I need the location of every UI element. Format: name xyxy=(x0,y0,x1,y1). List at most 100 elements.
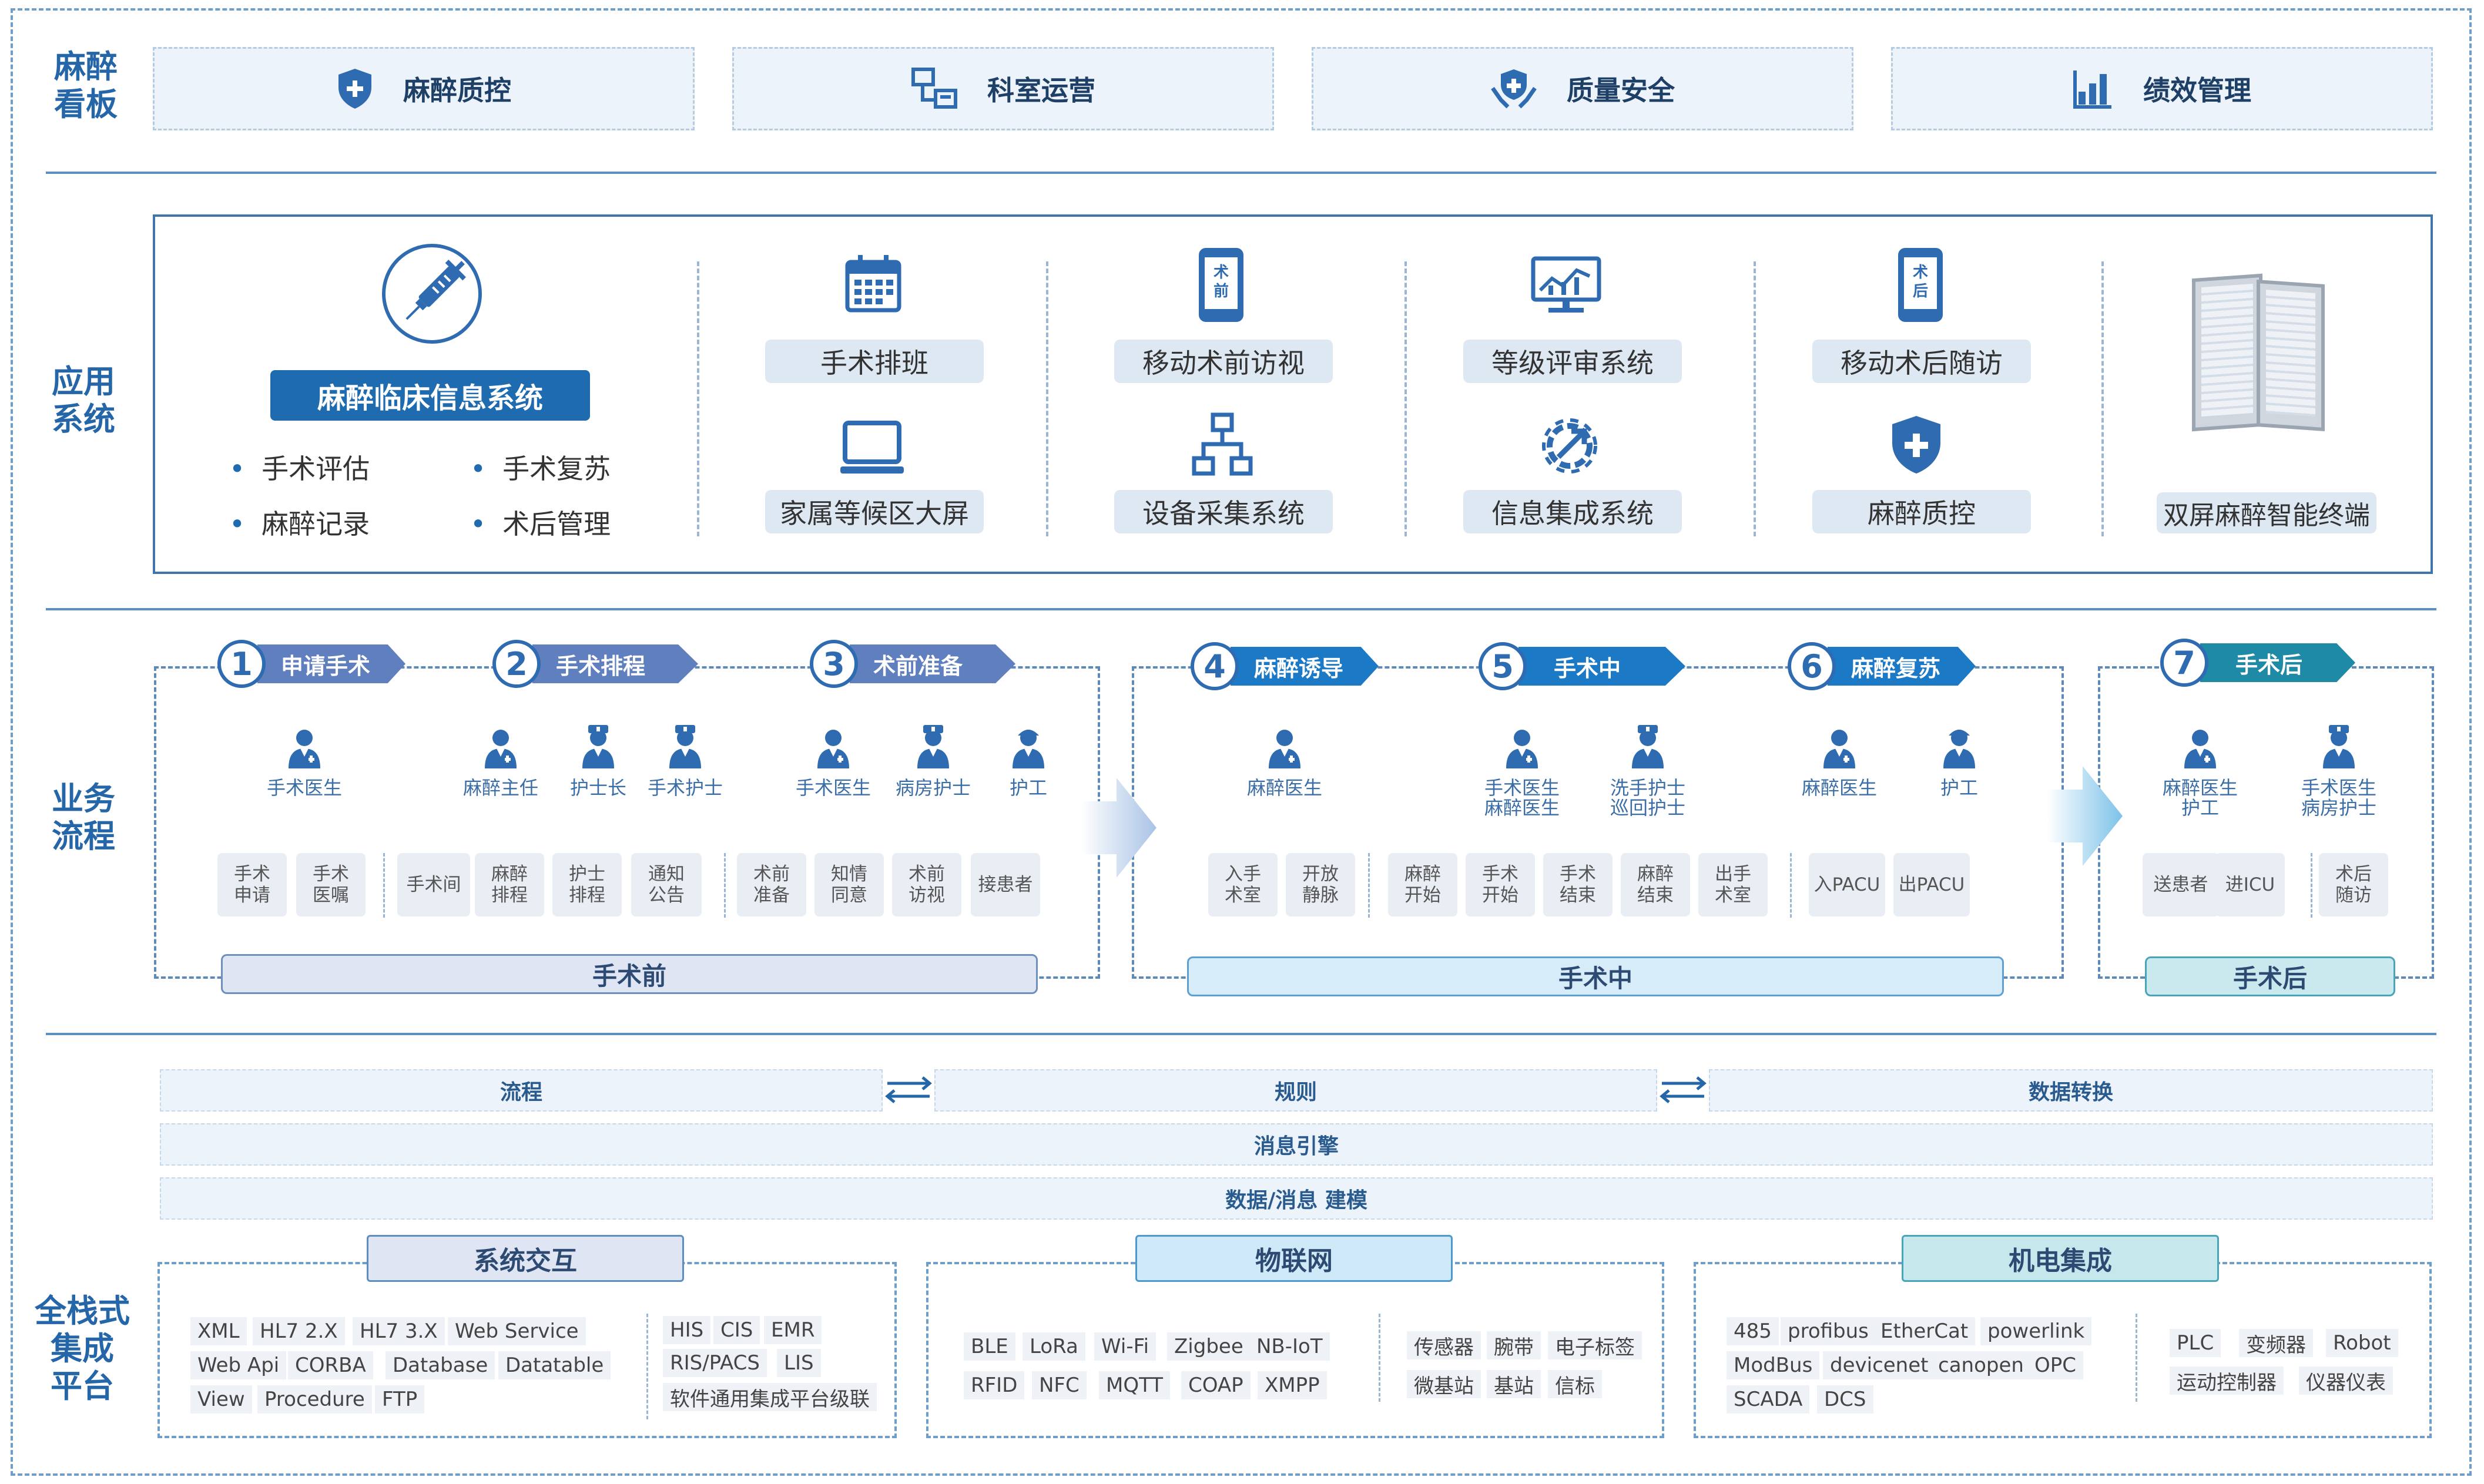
section-title-dashboard: 麻醉 看板 xyxy=(54,48,118,123)
worker-icon xyxy=(1013,730,1044,768)
feature-bullet: 手术复苏 xyxy=(470,448,611,486)
flow-task[interactable]: 麻醉 结束 xyxy=(1621,853,1690,916)
role: 手术医生 病房护士 xyxy=(2280,724,2398,818)
separator xyxy=(1368,853,1370,918)
dashboard-label: 绩效管理 xyxy=(2143,75,2251,106)
protocol-chip: NFC xyxy=(1032,1371,1087,1399)
protocol-chip: RIS/PACS xyxy=(663,1349,767,1377)
protocol-chip: CIS xyxy=(713,1316,760,1344)
flow-task[interactable]: 手术 医嘱 xyxy=(296,853,366,916)
app-item-label[interactable]: 移动术前访视 xyxy=(1114,340,1333,383)
doctor-icon xyxy=(1506,730,1538,768)
flow-task[interactable]: 出手 术室 xyxy=(1698,853,1768,916)
separator xyxy=(1790,853,1792,918)
flow-task[interactable]: 手术 开始 xyxy=(1466,853,1535,916)
separator xyxy=(383,853,385,918)
flow-task[interactable]: 通知 公告 xyxy=(631,853,702,916)
flow-task[interactable]: 手术 结束 xyxy=(1543,853,1613,916)
shield-plus-icon xyxy=(1892,416,1940,474)
section-title-apps: 应用 系统 xyxy=(52,363,115,438)
flow-task[interactable]: 护士 排程 xyxy=(552,853,622,916)
monitor-chart-icon xyxy=(1531,256,1601,313)
divider xyxy=(46,172,2436,174)
divider xyxy=(46,608,2436,610)
protocol-chip: View xyxy=(190,1385,252,1414)
protocol-chip: 微基站 xyxy=(1407,1370,1481,1398)
role-label: 手术医生 麻醉医生 xyxy=(1484,777,1560,819)
flow-task[interactable]: 进ICU xyxy=(2215,853,2285,916)
phase-pre: 手术前 xyxy=(221,954,1038,994)
flow-task[interactable]: 知情 同意 xyxy=(814,853,884,916)
role-label: 护士长 xyxy=(569,777,626,799)
flow-task[interactable]: 术后 随访 xyxy=(2319,853,2388,916)
app-item-label[interactable]: 家属等候区大屏 xyxy=(765,490,984,533)
dashboard-card[interactable]: 科室运营 xyxy=(732,47,1274,130)
dashboard-card[interactable]: 质量安全 xyxy=(1312,47,1853,130)
platform-bar-model: 数据/消息 建模 xyxy=(160,1177,2433,1220)
protocol-chip: EMR xyxy=(764,1316,822,1344)
protocol-chip: HL7 2.X xyxy=(253,1317,345,1345)
flow-task[interactable]: 接患者 xyxy=(971,853,1040,916)
flow-task[interactable]: 手术间 xyxy=(397,853,470,916)
flow-task[interactable]: 开放 静脉 xyxy=(1286,853,1355,916)
platform-group-title: 机电集成 xyxy=(1902,1235,2219,1282)
flow-group-post xyxy=(2098,666,2434,979)
separator xyxy=(2311,853,2312,918)
app-item-label[interactable]: 信息集成系统 xyxy=(1463,490,1682,533)
bidirectional-arrow-icon xyxy=(885,1076,932,1103)
app-item-label[interactable]: 移动术后随访 xyxy=(1812,340,2031,383)
nurse-icon xyxy=(917,725,949,768)
separator xyxy=(2136,1314,2137,1402)
protocol-chip: PLC xyxy=(2170,1329,2221,1357)
worker-icon xyxy=(1943,730,1975,768)
flow-task[interactable]: 术前 准备 xyxy=(737,853,806,916)
flow-task[interactable]: 麻醉 排程 xyxy=(475,853,544,916)
mobile-badge: 术 前 xyxy=(1205,257,1238,309)
protocol-chip: DCS xyxy=(1817,1385,1873,1414)
protocol-chip: HL7 3.X xyxy=(353,1317,445,1345)
app-item-label[interactable]: 等级评审系统 xyxy=(1463,340,1682,383)
app-item-label[interactable]: 麻醉质控 xyxy=(1812,490,2031,533)
diagram-frame xyxy=(11,8,2472,1476)
phase-mid: 手术中 xyxy=(1187,956,2004,996)
dual-screen-terminal-image xyxy=(2186,270,2327,446)
app-item-label[interactable]: 双屏麻醉智能终端 xyxy=(2157,492,2376,533)
protocol-chip: 变频器 xyxy=(2239,1329,2313,1357)
flow-task[interactable]: 入手 术室 xyxy=(1208,853,1278,916)
dashboard-card[interactable]: 绩效管理 xyxy=(1891,47,2433,130)
doctor-icon xyxy=(289,730,320,768)
phase-post: 手术后 xyxy=(2145,956,2395,996)
app-item-label[interactable]: 手术排班 xyxy=(765,340,984,383)
flow-arrow-icon xyxy=(2047,766,2123,866)
app-item-label[interactable]: 设备采集系统 xyxy=(1114,490,1333,533)
doctor-icon xyxy=(485,730,517,768)
protocol-chip: 信标 xyxy=(1548,1370,1602,1398)
protocol-chip: NB-IoT xyxy=(1249,1332,1330,1361)
protocol-chip: 软件通用集成平台级联 xyxy=(663,1383,877,1411)
mobile-pre-icon: 术 前 xyxy=(1199,248,1243,322)
role-label: 手术医生 xyxy=(266,777,342,799)
protocol-chip: RFID xyxy=(964,1371,1025,1399)
flow-task[interactable]: 入PACU xyxy=(1809,853,1885,916)
feature-bullet: 术后管理 xyxy=(470,503,611,542)
separator xyxy=(646,1314,648,1419)
role: 麻醉医生 xyxy=(1781,724,1898,798)
mobile-post-icon: 术 后 xyxy=(1898,248,1943,322)
doctor-icon xyxy=(1269,730,1300,768)
main-system-title[interactable]: 麻醉临床信息系统 xyxy=(270,370,590,421)
protocol-chip: 运动控制器 xyxy=(2170,1367,2284,1395)
role: 护工 xyxy=(970,724,1087,798)
laptop-icon xyxy=(840,421,904,474)
flow-task[interactable]: 出PACU xyxy=(1893,853,1970,916)
flow-task[interactable]: 手术 申请 xyxy=(217,853,287,916)
separator xyxy=(1754,261,1756,536)
role: 洗手护士 巡回护士 xyxy=(1589,724,1707,818)
flow-task[interactable]: 术前 访视 xyxy=(892,853,961,916)
role: 护士长 xyxy=(539,724,657,798)
flow-task[interactable]: 送患者 xyxy=(2143,853,2219,916)
dashboard-card[interactable]: 麻醉质控 xyxy=(153,47,695,130)
flow-task[interactable]: 麻醉 开始 xyxy=(1388,853,1457,916)
